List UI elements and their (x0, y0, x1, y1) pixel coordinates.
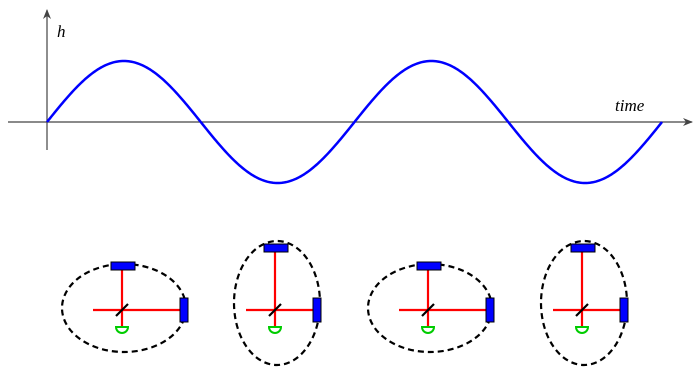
strain-wave (46, 59, 663, 185)
detector-row (60, 239, 629, 367)
end-mirror-side (485, 297, 495, 323)
photodetector-icon (420, 326, 436, 334)
beam-splitter (575, 303, 589, 317)
photodetector-icon (267, 326, 283, 334)
deformation-ring (232, 239, 322, 367)
strain-plot: h time (8, 9, 693, 185)
interferometer-4-vertical (539, 239, 629, 367)
end-mirror-side (619, 297, 629, 323)
photodetector-icon (114, 326, 130, 334)
interferometer-3-horizontal (366, 261, 495, 354)
interferometer-2-vertical (232, 239, 322, 367)
beam-splitter (268, 303, 282, 317)
interferometer-1-horizontal (60, 261, 189, 354)
strain-axis-label: h (57, 22, 66, 41)
time-axis-label: time (615, 96, 645, 115)
end-mirror-top (416, 261, 442, 271)
beam-splitter (421, 303, 435, 317)
beam-splitter (115, 303, 129, 317)
end-mirror-side (179, 297, 189, 323)
end-mirror-top (110, 261, 136, 271)
end-mirror-top (263, 243, 289, 253)
photodetector-icon (574, 326, 590, 334)
deformation-ring (539, 239, 629, 367)
end-mirror-side (312, 297, 322, 323)
end-mirror-top (570, 243, 596, 253)
